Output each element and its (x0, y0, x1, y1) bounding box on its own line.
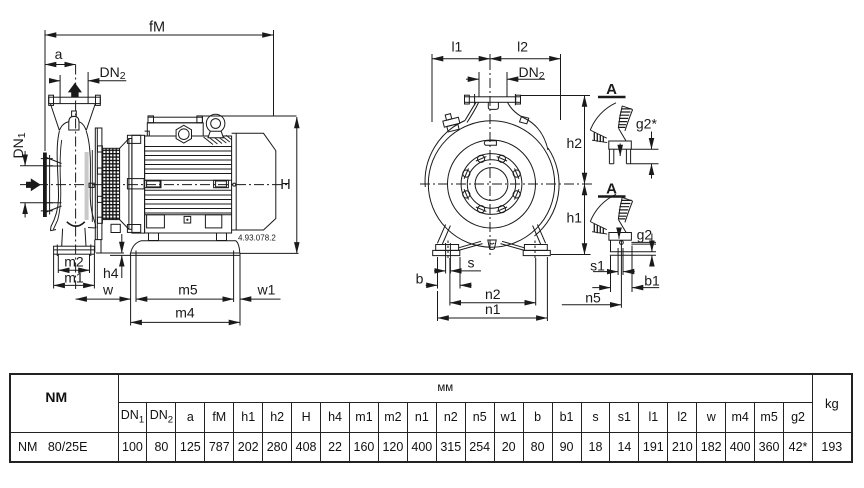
svg-text:h4: h4 (103, 265, 119, 281)
svg-text:h2: h2 (567, 135, 583, 151)
svg-text:l1: l1 (451, 39, 462, 55)
svg-text:s: s (468, 255, 475, 271)
svg-text:s1: s1 (590, 258, 605, 274)
svg-text:h1: h1 (567, 210, 583, 226)
svg-text:a: a (55, 46, 63, 62)
svg-text:DN2: DN2 (100, 64, 126, 82)
svg-text:w: w (102, 282, 114, 298)
svg-text:m2: m2 (64, 254, 84, 270)
svg-text:n2: n2 (485, 286, 501, 302)
svg-text:4.93.078.2: 4.93.078.2 (238, 234, 276, 243)
svg-text:A: A (606, 181, 617, 198)
svg-text:m5: m5 (178, 282, 198, 298)
svg-text:fM: fM (149, 20, 165, 36)
svg-text:DN1: DN1 (10, 132, 28, 158)
svg-text:g2*: g2* (636, 116, 658, 132)
svg-text:m4: m4 (175, 305, 195, 321)
svg-text:w1: w1 (257, 282, 276, 298)
svg-text:b: b (416, 271, 424, 287)
svg-text:H: H (280, 177, 290, 193)
svg-text:m1: m1 (64, 270, 84, 286)
svg-text:DN2: DN2 (519, 64, 545, 82)
svg-text:g2: g2 (637, 227, 653, 243)
svg-text:n1: n1 (485, 301, 501, 317)
svg-text:A: A (606, 81, 617, 98)
svg-text:n5: n5 (585, 290, 601, 306)
svg-text:l2: l2 (517, 39, 528, 55)
svg-text:b1: b1 (644, 273, 660, 289)
